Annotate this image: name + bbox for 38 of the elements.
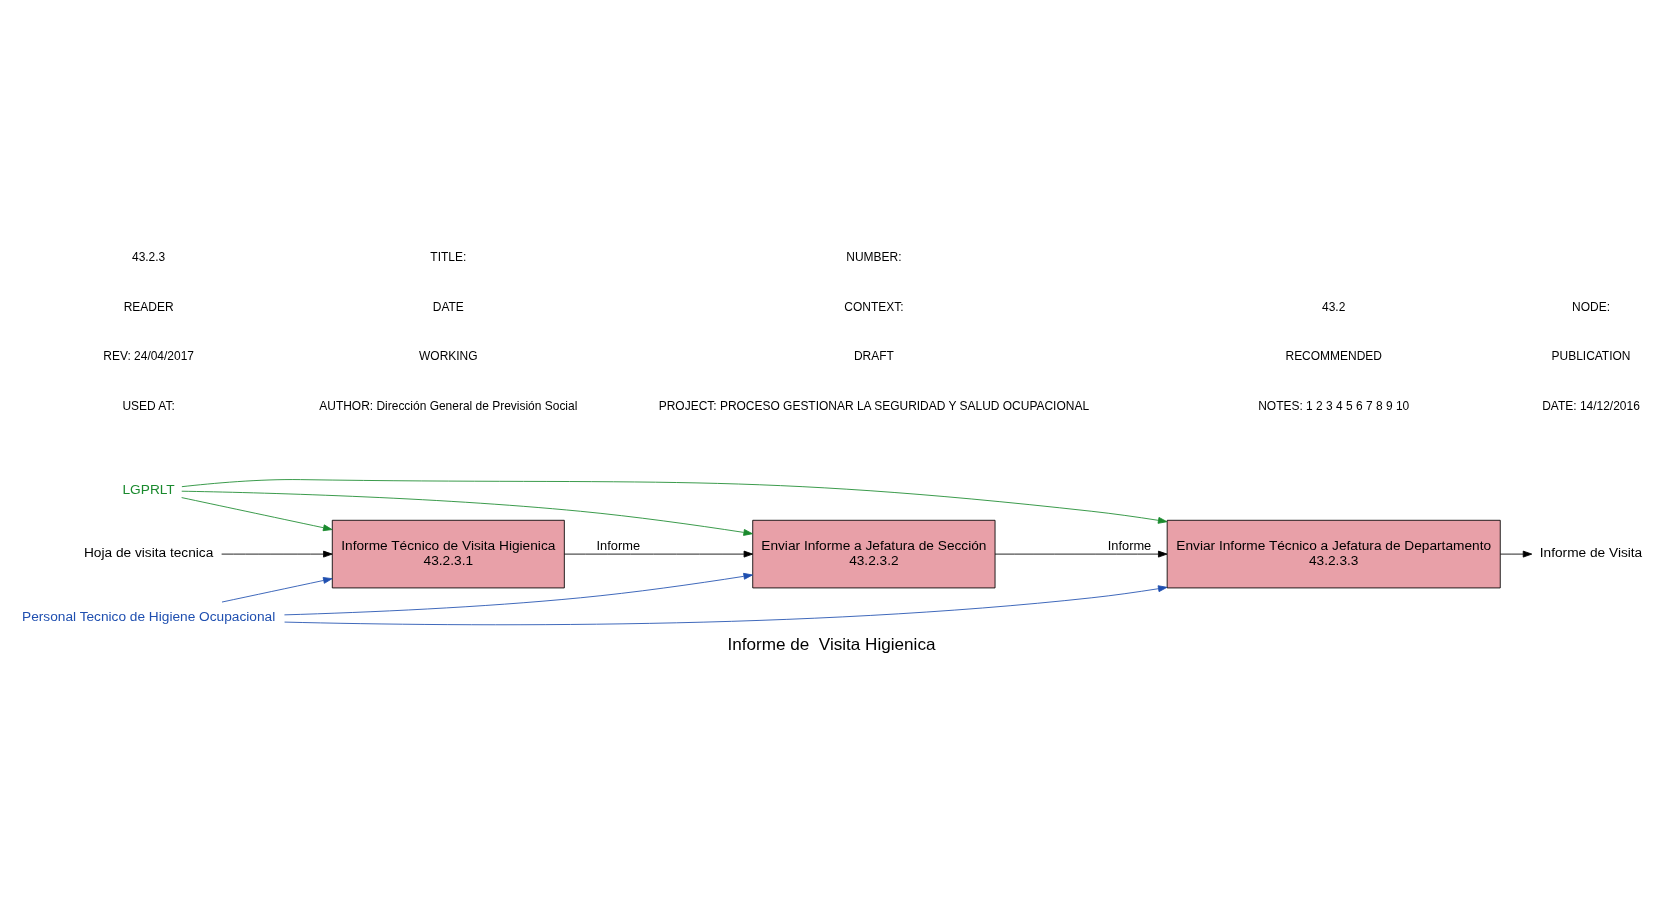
edge-label: Informe: [1107, 537, 1152, 553]
node-text: Personal Tecnico de Higiene Ocupacional: [22, 608, 276, 624]
arrow: [1500, 550, 1533, 558]
label: RECOMMENDED: [1285, 348, 1382, 363]
label: DATE: 14/12/2016: [1542, 398, 1640, 413]
label: REV: 24/04/2017: [103, 348, 194, 363]
label: 43.2.3: [131, 249, 166, 264]
label: 43.2: [1322, 299, 1346, 314]
arrow: [221, 550, 333, 558]
label: CONTEXT:: [844, 299, 904, 314]
arrow: [181, 490, 753, 536]
label: DATE: [432, 299, 464, 314]
label: PUBLICATION: [1551, 348, 1631, 363]
arrow: [181, 496, 333, 531]
arrow: [284, 572, 753, 615]
arrow: [564, 550, 754, 558]
label: NOTES: 1 2 3 4 5 6 7 8 9 10: [1258, 398, 1410, 413]
label: READER: [123, 299, 174, 314]
node-text: Hoja de visita tecnica: [83, 544, 214, 560]
node-box: Enviar Informe Técnico a Jefatura de Departamento 43.2.3.3: [1166, 519, 1501, 588]
diagram-title: Informe de Visita Higienica: [727, 634, 936, 654]
label: NODE:: [1572, 299, 1610, 314]
label: DRAFT: [853, 348, 894, 363]
node-box: Enviar Informe a Jefatura de Sección 43.2.3.2: [752, 519, 996, 588]
edge-label: Informe: [596, 537, 641, 553]
node-text: Informe de Visita: [1539, 544, 1643, 560]
label: PROJECT: PROCESO GESTIONAR LA SEGURIDAD Y SALUD OCUPACIONAL: [658, 398, 1090, 413]
label: TITLE:: [430, 249, 467, 264]
arrow: [221, 576, 333, 602]
node-box: Informe Técnico de Visita Higienica 43.2.3.1: [331, 519, 565, 588]
label: AUTHOR: Dirección General de Previsión Social: [319, 398, 578, 413]
node-text: LGPRLT: [122, 481, 175, 497]
label: NUMBER:: [846, 249, 902, 264]
label: USED AT:: [122, 398, 175, 413]
arrow: [994, 550, 1168, 558]
arrow: [181, 478, 1168, 524]
label: WORKING: [419, 348, 478, 363]
arrow: [284, 584, 1168, 625]
